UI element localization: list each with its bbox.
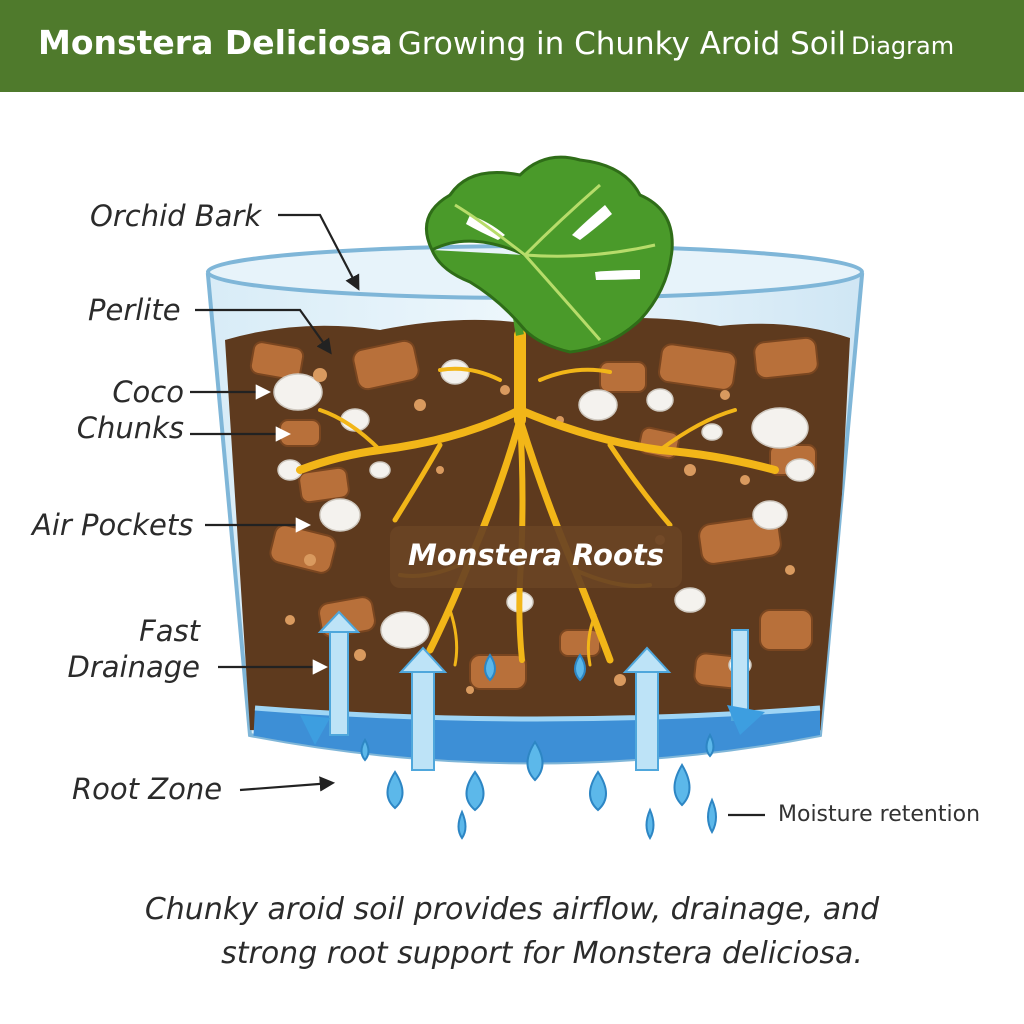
title-main: Monstera Deliciosa [38, 23, 393, 62]
label-fast-drainage: Fast Drainage [40, 613, 200, 686]
roots-tag [390, 526, 682, 588]
monstera-roots-label: Monstera Roots [407, 538, 665, 572]
monstera-leaf [424, 155, 674, 354]
label-air-pockets: Air Pockets [32, 508, 194, 542]
title-mid: Growing in Chunky Aroid Soil [397, 26, 846, 62]
leader-arrows [190, 213, 765, 817]
label-coco-line1: Coco [112, 375, 184, 409]
label-moisture-retention: Moisture retention [778, 802, 981, 827]
page-title: Monstera Deliciosa Growing in Chunky Aro… [38, 26, 954, 60]
title-tail: Diagram [851, 32, 955, 60]
caption-line2: strong root support for Monstera delicio… [0, 932, 1024, 976]
caption-line2-lead: strong root support for [221, 935, 564, 971]
caption: Chunky aroid soil provides airflow, drai… [0, 888, 1024, 975]
label-coco-chunks: Coco Chunks [70, 374, 184, 447]
caption-line1: Chunky aroid soil provides airflow, drai… [144, 892, 880, 927]
title-bar: Monstera Deliciosa Growing in Chunky Aro… [0, 0, 1024, 92]
label-orchid-bark: Orchid Bark [90, 199, 262, 233]
label-drainage-line2: Drainage [67, 650, 200, 685]
caption-species: Monstera deliciosa. [572, 935, 863, 971]
water-droplets [360, 653, 717, 840]
label-drainage-line1: Fast [139, 614, 200, 648]
pot-illustration [190, 155, 865, 840]
label-coco-line2: Chunks [76, 411, 184, 446]
drainage-arrows [300, 610, 765, 771]
label-root-zone: Root Zone [72, 772, 223, 806]
orchid-bark-chunks [249, 336, 819, 690]
label-perlite: Perlite [88, 293, 181, 327]
